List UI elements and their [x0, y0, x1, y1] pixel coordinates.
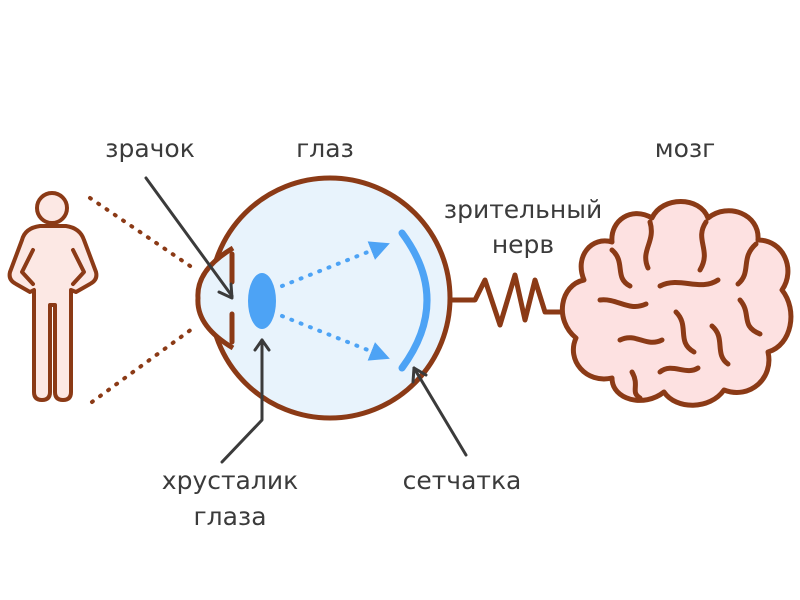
- light-ray-lower: [280, 314, 390, 361]
- sight-lines: [88, 196, 198, 404]
- retina-pointer: [412, 366, 468, 457]
- label-optic-nerve-line2: нерв: [492, 230, 554, 259]
- label-eye: глаз: [296, 134, 354, 163]
- sight-line-upper: [88, 196, 198, 272]
- eyeball-icon: [195, 175, 453, 421]
- person-body: [7, 224, 99, 402]
- brain-icon: [559, 199, 794, 408]
- label-brain: мозг: [655, 134, 716, 163]
- cornea: [195, 245, 235, 351]
- pointers: [144, 176, 468, 464]
- sight-line-lower: [90, 324, 198, 404]
- lens: [248, 273, 276, 329]
- optic-nerve: [447, 272, 571, 328]
- label-optic-nerve-line1: зрительный: [444, 195, 602, 224]
- lens-pointer: [220, 338, 264, 464]
- retina: [398, 229, 431, 372]
- person-silhouette-icon: [7, 191, 99, 402]
- label-pupil: зрачок: [105, 134, 195, 163]
- pupil-pointer-head: [217, 282, 234, 300]
- person-arm-left: [20, 248, 35, 286]
- label-retina: сетчатка: [403, 466, 522, 495]
- person-arm-right: [71, 248, 86, 286]
- lens-pointer-head: [253, 338, 271, 352]
- light-ray-upper: [280, 241, 390, 288]
- brain-outline: [559, 199, 794, 408]
- person-head: [35, 191, 69, 225]
- pupil-pointer: [144, 176, 234, 298]
- label-lens-line1: хрусталик: [162, 466, 298, 495]
- brain-folds: [597, 219, 763, 401]
- retina-pointer-head: [411, 366, 428, 384]
- label-lens-line2: глаза: [193, 502, 266, 531]
